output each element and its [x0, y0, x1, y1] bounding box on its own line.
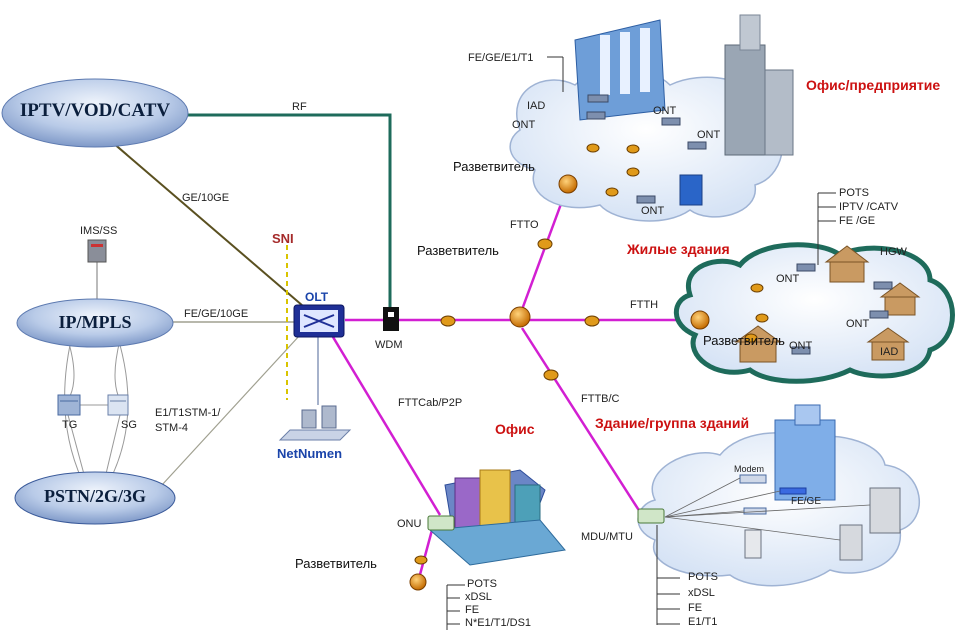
enterprise-box-icon	[679, 174, 703, 206]
iptv-label: IPTV/VOD/CATV	[19, 100, 171, 121]
mdu-icon	[637, 508, 665, 524]
connector-icons	[414, 143, 769, 565]
splitter-label: Разветвитель	[295, 556, 377, 571]
e1-stm-label: E1/T1STM-1/	[155, 407, 221, 419]
iptv-ellipse	[1, 78, 189, 148]
fe-ge-10ge-label: FE/GE/10GE	[184, 308, 249, 320]
service-office-fe: FE	[465, 604, 480, 616]
house-icon	[734, 245, 921, 363]
modem-label: Modem	[734, 464, 765, 474]
service-building-e1: E1/T1	[688, 616, 718, 628]
splitter-icons	[409, 174, 710, 591]
fttcab-label: FTTCab/P2P	[398, 397, 463, 409]
e1-stm-link	[149, 334, 301, 499]
office-title: Офис	[495, 421, 535, 437]
ims-server-icon	[87, 239, 107, 263]
fe-ge-device-label: FE/GE	[791, 496, 822, 507]
onu-icon	[427, 515, 455, 531]
ont-label: ONT	[846, 318, 870, 330]
sg-label: SG	[121, 419, 137, 431]
fttb-label: FTTB/C	[581, 393, 620, 405]
service-brackets	[446, 56, 836, 630]
ont-label: ONT	[512, 119, 536, 131]
service-residential-fege: FE /GE	[839, 215, 876, 227]
tg-label: TG	[62, 419, 78, 431]
ont-label: ONT	[776, 273, 800, 285]
ont-devices	[586, 94, 893, 355]
netnumen-icon	[278, 405, 352, 441]
rf-link	[180, 113, 392, 312]
olt-icon	[293, 304, 345, 338]
ims-label: IMS/SS	[80, 225, 118, 237]
ont-label: ONT	[641, 205, 665, 217]
ont-label: ONT	[789, 340, 813, 352]
rf-label: RF	[292, 101, 307, 113]
building-group-icon	[664, 404, 901, 561]
pstn-label: PSTN/2G/3G	[43, 486, 146, 506]
splitter-label: Разветвитель	[703, 333, 785, 348]
enterprise-tower-icon	[724, 14, 794, 156]
service-enterprise: FE/GE/E1/T1	[468, 52, 534, 64]
building-group-title: Здание/группа зданий	[595, 415, 750, 431]
tg-icon	[57, 394, 81, 416]
wdm-label: WDM	[375, 339, 403, 351]
stm4-label: STM-4	[155, 422, 188, 434]
service-building-pots: POTS	[688, 571, 718, 583]
ftth-label: FTTH	[630, 299, 659, 311]
service-building-fe: FE	[688, 602, 703, 614]
office-buildings-icon	[428, 469, 566, 566]
hgw-label: HGW	[880, 246, 907, 258]
ge10ge-link	[97, 129, 311, 313]
service-office-e1: N*E1/T1/DS1	[465, 617, 532, 629]
pstn-ellipse	[14, 471, 176, 525]
iad-label-residential: IAD	[880, 346, 899, 358]
service-office-pots: POTS	[467, 578, 497, 590]
onu-label: ONU	[397, 518, 422, 530]
ipmpls-label: IP/MPLS	[58, 312, 132, 332]
service-residential-pots: POTS	[839, 187, 869, 199]
ont-label: ONT	[697, 129, 721, 141]
enterprise-building-icon	[574, 19, 666, 121]
ftto-label: FTTO	[510, 219, 539, 231]
ipmpls-ellipse	[16, 298, 174, 348]
core-links	[64, 113, 392, 499]
service-office-xdsl: xDSL	[465, 591, 492, 603]
office-enterprise-title: Офис/предприятие	[806, 77, 941, 93]
splitter-label: Разветвитель	[453, 159, 535, 174]
olt-label: OLT	[305, 290, 329, 304]
netnumen-label: NetNumen	[277, 446, 343, 461]
splitter-label: Разветвитель	[417, 243, 499, 258]
wdm-icon	[383, 307, 399, 331]
sg-icon	[107, 394, 129, 416]
iad-label-enterprise: IAD	[527, 100, 546, 112]
ont-label: ONT	[653, 105, 677, 117]
service-residential-iptv: IPTV /CATV	[839, 201, 899, 213]
residential-title: Жилые здания	[627, 241, 730, 257]
sni-label: SNI	[272, 231, 294, 246]
mdu-mtu-label: MDU/MTU	[581, 531, 633, 543]
service-building-xdsl: xDSL	[688, 587, 715, 599]
ge10ge-label: GE/10GE	[182, 192, 230, 204]
